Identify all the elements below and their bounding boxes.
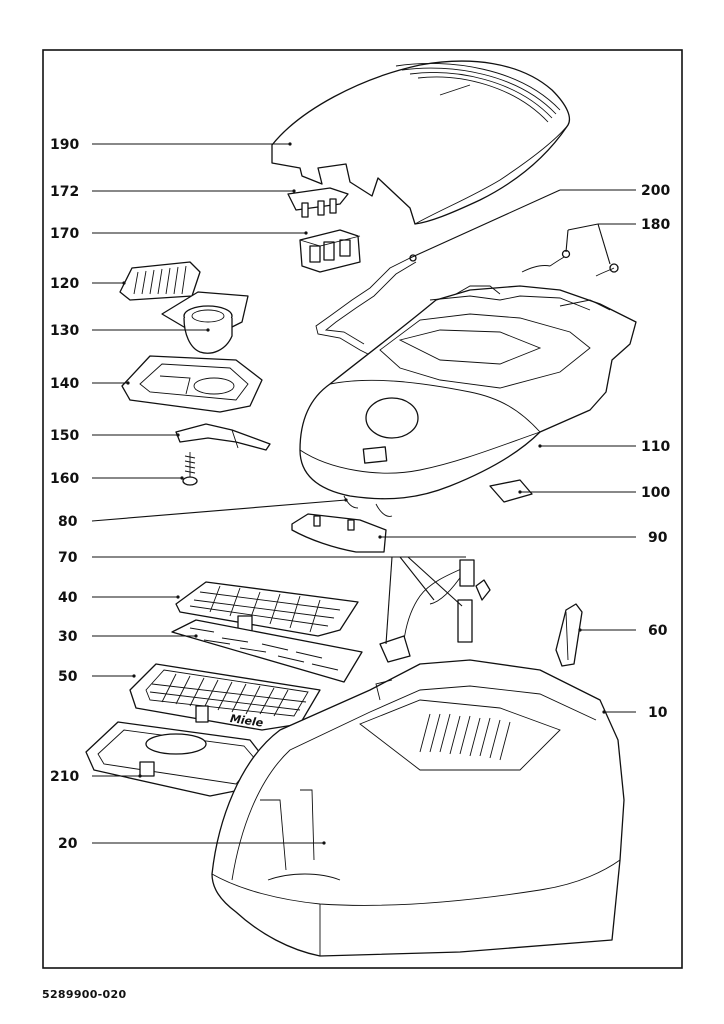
part-172-bracket bbox=[287, 187, 349, 218]
part-40-grid-frame bbox=[175, 581, 359, 637]
document-number: 5289900-020 bbox=[42, 988, 127, 1001]
part-130-funnel-seal bbox=[161, 291, 249, 354]
part-210-bottom-cover bbox=[85, 721, 265, 797]
part-10-main-body bbox=[211, 659, 625, 957]
callout-50: 50 bbox=[58, 669, 78, 685]
callout-120: 120 bbox=[50, 276, 79, 292]
callout-70: 70 bbox=[58, 550, 78, 566]
part-70-wiring-harness bbox=[379, 559, 491, 663]
part-150-lever bbox=[175, 423, 271, 451]
callout-130: 130 bbox=[50, 323, 79, 339]
part-140-tray bbox=[121, 355, 263, 413]
part-60-clip bbox=[555, 603, 583, 667]
callout-140: 140 bbox=[50, 376, 79, 392]
callout-160: 160 bbox=[50, 471, 79, 487]
callout-200: 200 bbox=[641, 183, 670, 199]
callout-180: 180 bbox=[641, 217, 670, 233]
callout-190: 190 bbox=[50, 137, 79, 153]
callout-172: 172 bbox=[50, 184, 79, 200]
part-30-filter-mat bbox=[171, 619, 363, 683]
drawing-frame bbox=[42, 49, 683, 969]
callout-60: 60 bbox=[648, 623, 668, 639]
leader-lines bbox=[91, 142, 636, 845]
callout-150: 150 bbox=[50, 428, 79, 444]
callout-10: 10 bbox=[648, 705, 668, 721]
callout-30: 30 bbox=[58, 629, 78, 645]
callout-170: 170 bbox=[50, 226, 79, 242]
part-180-springs bbox=[521, 249, 619, 277]
part-190-top-lid bbox=[271, 60, 571, 225]
callout-20: 20 bbox=[58, 836, 78, 852]
part-200-rod bbox=[315, 254, 417, 357]
callout-110: 110 bbox=[641, 439, 670, 455]
part-120-filter-grille bbox=[119, 261, 201, 301]
callout-90: 90 bbox=[648, 530, 668, 546]
callout-210: 210 bbox=[50, 769, 79, 785]
callout-40: 40 bbox=[58, 590, 78, 606]
callout-80: 80 bbox=[58, 514, 78, 530]
part-100-cover bbox=[489, 479, 533, 503]
part-50-hepa-filter: Miele bbox=[129, 663, 321, 731]
callout-100: 100 bbox=[641, 485, 670, 501]
part-170-switch-module bbox=[299, 229, 361, 273]
part-90-front-flap bbox=[291, 513, 387, 553]
part-160-screw bbox=[182, 452, 198, 486]
part-110-upper-housing bbox=[299, 285, 637, 500]
part-80-clip bbox=[343, 495, 393, 517]
brand-marking: Miele bbox=[229, 712, 264, 730]
